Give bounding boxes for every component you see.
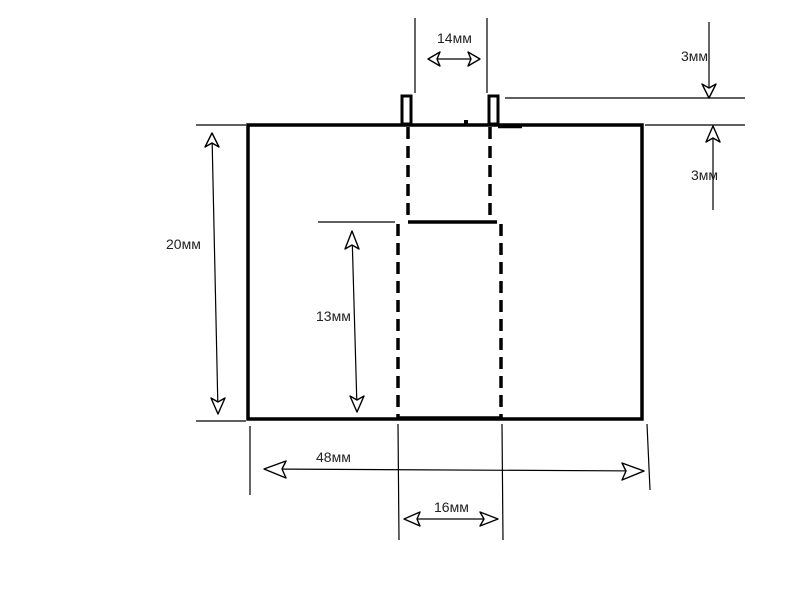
small-mark xyxy=(464,120,468,124)
arrow-left-icon xyxy=(263,460,287,479)
label-total-width: 48мм xyxy=(316,449,351,465)
left-top-pin xyxy=(400,94,413,126)
label-slot-height: 13мм xyxy=(316,308,351,324)
arrow-right-icon xyxy=(621,462,645,481)
arrow-left-icon xyxy=(427,51,441,67)
label-upper-recess: 3мм xyxy=(691,167,718,183)
label-slot-width: 16мм xyxy=(434,499,469,515)
ext-line-slot-left xyxy=(397,423,400,541)
dimension-top-gap: 14мм xyxy=(427,30,481,67)
arrow-right-icon xyxy=(479,511,499,527)
arrow-down-icon xyxy=(210,397,226,415)
arrow-down-icon xyxy=(349,395,365,413)
dimension-total-width: 48мм xyxy=(263,449,645,481)
arrow-up-icon xyxy=(344,230,360,250)
label-pin-height: 3мм xyxy=(681,48,708,64)
ext-line-bottom-right xyxy=(646,423,651,491)
main-body-outline xyxy=(246,123,644,421)
dimension-slot-width: 16мм xyxy=(403,499,499,527)
arrow-right-icon xyxy=(467,51,481,67)
dimension-total-height: 20мм xyxy=(166,132,226,415)
right-top-pin xyxy=(487,94,500,126)
arrow-up-icon xyxy=(705,125,721,143)
arrow-left-icon xyxy=(403,511,421,527)
label-total-height: 20мм xyxy=(166,236,201,252)
ext-line-slot-right xyxy=(501,423,504,541)
arrow-up-icon xyxy=(204,132,220,148)
dimension-upper-recess: 3мм xyxy=(691,125,721,210)
dimension-slot-height: 13мм xyxy=(316,230,365,413)
arrow-down-icon xyxy=(701,83,717,99)
label-top-gap: 14мм xyxy=(437,30,472,46)
dimension-pin-height: 3мм xyxy=(681,22,717,99)
